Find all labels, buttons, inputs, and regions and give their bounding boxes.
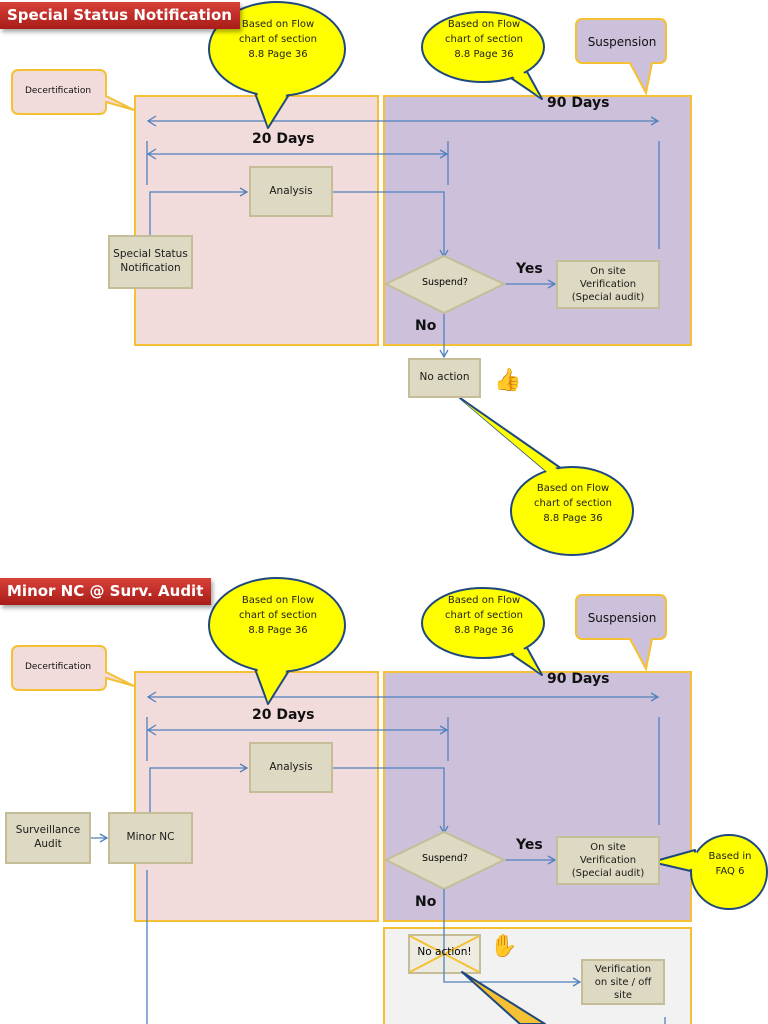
decertification-label-1: Decertification	[24, 86, 92, 97]
yellow-callout-2c-shape	[651, 834, 768, 910]
yellow-callout-text-1c: Based on Flow chart of section 8.8 Page …	[533, 483, 612, 524]
yellow-callout-text-1b: Based on Flow chart of section 8.8 Page …	[444, 19, 523, 60]
connector-analysis-to-decision-2	[332, 767, 449, 835]
suspension-label-2: Suspension	[587, 611, 657, 625]
yellow-callout-1b-shape	[421, 11, 545, 100]
no-action-box-1: No action	[408, 358, 481, 398]
analysis-box-1: Analysis	[249, 166, 333, 217]
yellow-callout-text-2b: Based on Flow chart of section 8.8 Page …	[444, 595, 523, 636]
surveillance-audit-box: Surveillance Audit	[5, 812, 91, 864]
decision-label-1: Suspend?	[422, 277, 468, 288]
decertification-callout-2	[11, 645, 135, 691]
yellow-callout-2a-shape	[208, 577, 346, 705]
suspension-label-1: Suspension	[587, 35, 657, 49]
analysis-box-2: Analysis	[249, 742, 333, 793]
suspension-callout-1	[575, 18, 667, 96]
decertification-zone-2	[134, 671, 379, 922]
decertification-callout-1	[11, 69, 135, 115]
decision-diamond-1	[383, 254, 507, 315]
verification-box-2: On site Verification (Special audit)	[556, 836, 660, 885]
yellow-callout-2b-shape	[421, 587, 545, 676]
verification-box-1: On site Verification (Special audit)	[556, 260, 660, 309]
start-box-special-status: Special Status Notification	[108, 235, 193, 289]
section-title-2: Minor NC @ Surv. Audit	[0, 578, 212, 605]
connector-start-to-analysis-2	[149, 763, 249, 812]
label-20-days-1: 20 Days	[252, 131, 315, 147]
verification-onsite-offsite-box: Verification on site / off site	[581, 959, 665, 1005]
minor-nc-box: Minor NC	[108, 812, 193, 864]
decertification-label-2: Decertification	[24, 662, 92, 673]
yes-label-2: Yes	[516, 837, 543, 853]
stop-hand-icon: ✋	[490, 934, 518, 959]
section-title-1: Special Status Notification	[0, 2, 240, 29]
label-20-days-2: 20 Days	[252, 707, 315, 723]
connector-start-to-analysis-1	[149, 187, 249, 236]
no-action-box-2: No action!	[417, 946, 472, 958]
no-label-2: No	[415, 894, 437, 910]
decision-label-2: Suspend?	[422, 853, 468, 864]
no-label-1: No	[415, 318, 437, 334]
thumbs-up-icon: 👍	[494, 368, 522, 393]
connector-no-2	[443, 889, 582, 987]
label-90-days-1: 90 Days	[547, 95, 610, 111]
decertification-zone-1	[134, 95, 379, 346]
connector-analysis-to-decision-1	[332, 191, 449, 259]
yellow-callout-text-1a: Based on Flow chart of section 8.8 Page …	[238, 19, 317, 60]
yellow-callout-text-2a: Based on Flow chart of section 8.8 Page …	[238, 595, 317, 636]
yes-label-1: Yes	[516, 261, 543, 277]
decision-diamond-2	[383, 830, 507, 891]
label-90-days-2: 90 Days	[547, 671, 610, 687]
yellow-callout-1c-shape	[459, 397, 634, 556]
yellow-callout-text-2c: Based in FAQ 6	[708, 851, 752, 877]
yellow-callout-2d-tail	[461, 971, 546, 1024]
yellow-callout-1a-shape	[208, 1, 346, 129]
suspension-callout-2	[575, 594, 667, 672]
